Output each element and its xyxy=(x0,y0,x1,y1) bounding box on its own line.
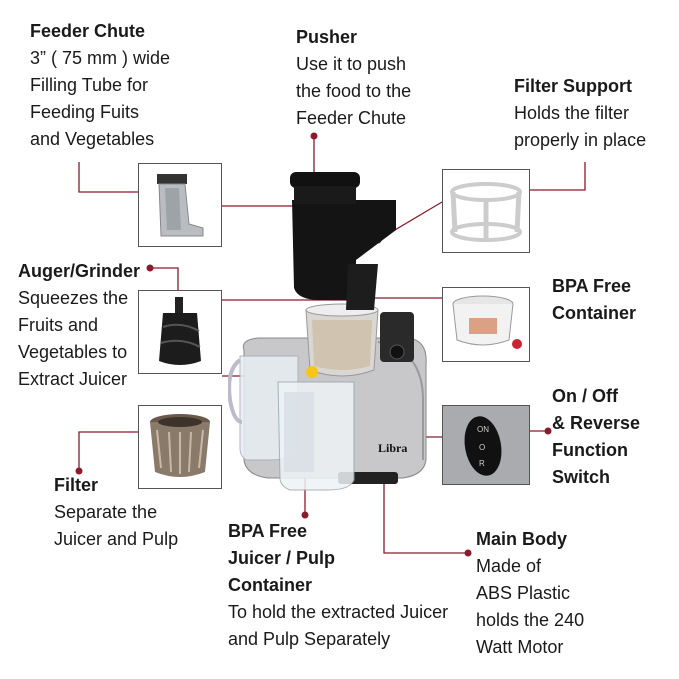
filter-connector xyxy=(78,431,138,471)
auger-icon xyxy=(159,297,201,365)
filter-icon xyxy=(150,414,210,477)
auger-label-dot xyxy=(146,264,154,272)
filter-support-title: Filter Support xyxy=(514,76,632,96)
filter-title: Filter xyxy=(54,475,99,495)
juicer-illustration: Libra xyxy=(228,172,427,491)
bpa-container-title: BPA Free Container xyxy=(552,276,637,323)
pusher-desc: Use it to push the food to the Feeder Ch… xyxy=(296,54,412,128)
filter-support-thumbnail xyxy=(442,169,530,253)
juice-pulp-dot xyxy=(301,511,309,519)
switch-plate xyxy=(380,312,414,362)
auger-desc: Squeezes the Fruits and Vegetables to Ex… xyxy=(18,288,129,389)
filter-dot xyxy=(75,467,83,475)
auger-thumbnail xyxy=(138,290,222,374)
switch-icon: ON O R xyxy=(443,406,529,484)
bpa-container-thumbnail xyxy=(442,287,530,362)
pusher-title: Pusher xyxy=(296,27,358,47)
main-body-dot xyxy=(464,549,472,557)
feeder-chute-callout: Feeder Chute 3” ( 75 mm ) wide Filling T… xyxy=(30,18,170,153)
juice-pulp-desc: To hold the extracted Juicer and Pulp Se… xyxy=(228,602,449,649)
svg-text:ON: ON xyxy=(477,425,489,434)
main-body-desc: Made of ABS Plastic holds the 240 Watt M… xyxy=(476,556,585,657)
filter-callout: Filter Separate the Juicer and Pulp xyxy=(54,472,178,553)
auger-title: Auger/Grinder xyxy=(18,261,141,281)
filter-support-connector xyxy=(530,162,586,191)
pulp-spout xyxy=(306,366,318,378)
auger-connector xyxy=(150,267,179,290)
filter-thumbnail xyxy=(138,405,222,489)
filter-support-desc: Holds the filter properly in place xyxy=(514,103,647,150)
feeder-chute-desc: 3” ( 75 mm ) wide Filling Tube for Feedi… xyxy=(30,48,171,149)
svg-text:O: O xyxy=(479,443,485,452)
auger-callout: Auger/Grinder Squeezes the Fruits and Ve… xyxy=(18,258,140,393)
filter-desc: Separate the Juicer and Pulp xyxy=(54,502,179,549)
feeder-chute-title: Feeder Chute xyxy=(30,21,146,41)
switch-dot xyxy=(544,427,552,435)
switch-title: On / Off & Reverse Function Switch xyxy=(552,386,641,487)
juice-pulp-title: BPA Free Juicer / Pulp Container xyxy=(228,521,336,595)
pusher-cap xyxy=(290,172,360,188)
juice-pulp-callout: BPA Free Juicer / Pulp Container To hold… xyxy=(228,518,448,653)
pusher-callout: Pusher Use it to push the food to the Fe… xyxy=(296,24,411,132)
switch-thumbnail: ON O R xyxy=(442,405,530,485)
feeder-chute-icon xyxy=(157,174,204,237)
main-body-callout: Main Body Made of ABS Plastic holds the … xyxy=(476,526,584,661)
main-body-title: Main Body xyxy=(476,529,568,549)
brand-logo: Libra xyxy=(378,441,407,455)
feeder-chute xyxy=(292,200,396,300)
svg-text:R: R xyxy=(479,459,485,468)
main-body-connector xyxy=(383,476,468,554)
filter-support-callout: Filter Support Holds the filter properly… xyxy=(514,73,646,154)
filter-support-icon xyxy=(450,182,522,242)
feeder-chute-connector xyxy=(78,162,138,193)
switch-callout: On / Off & Reverse Function Switch xyxy=(552,383,640,491)
container-icon xyxy=(452,295,522,349)
switch-knob xyxy=(389,344,405,360)
pusher-dot xyxy=(310,132,318,140)
feeder-chute-thumbnail xyxy=(138,163,222,247)
bpa-container-callout: BPA Free Container xyxy=(552,273,636,327)
